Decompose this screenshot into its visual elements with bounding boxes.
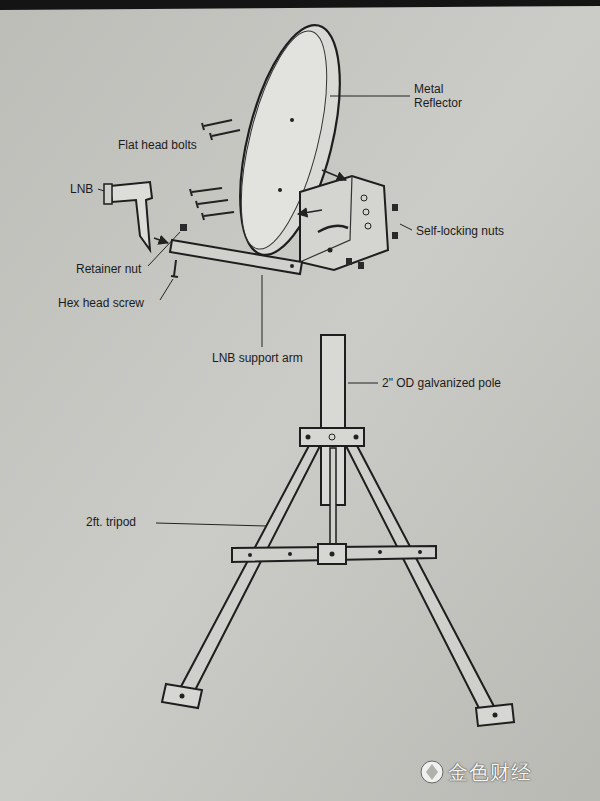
self-locking-nuts: [346, 204, 398, 269]
watermark-logo: [421, 761, 443, 783]
flat-head-bolts: [190, 120, 240, 220]
assembly-arrows: [154, 170, 346, 243]
watermark: 金色财经: [448, 760, 532, 784]
page-edge: [0, 0, 600, 10]
arm-hole: [290, 264, 294, 268]
lnb-horn: [104, 184, 112, 204]
lnb-support-arm: [170, 240, 302, 274]
part-label: Retainer nut: [76, 262, 141, 276]
hex-head-screw: [171, 260, 178, 277]
retainer-nut: [180, 224, 187, 231]
part-label: Self-locking nuts: [416, 224, 504, 238]
part-label: LNB: [70, 182, 93, 196]
part-label: LNB support arm: [212, 351, 303, 365]
mount-bracket: [300, 176, 388, 270]
lnb-unit: [110, 182, 152, 250]
tripod: [162, 428, 514, 726]
part-label: 2ft. tripod: [86, 515, 136, 529]
part-label: Metal Reflector: [414, 82, 474, 110]
part-label: Hex head screw: [58, 296, 144, 310]
part-label: Flat head bolts: [118, 138, 197, 152]
part-label: 2" OD galvanized pole: [382, 376, 501, 390]
